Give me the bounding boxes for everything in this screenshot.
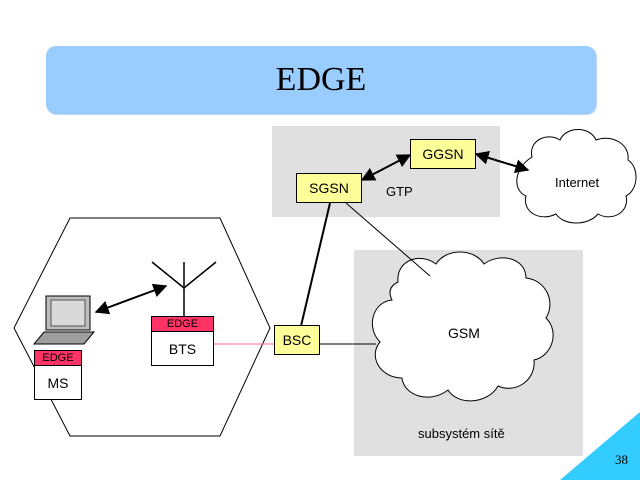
antenna-icon — [151, 261, 217, 316]
gsm-cloud — [371, 251, 554, 402]
internet-label: Internet — [555, 175, 600, 190]
bts-edge-tag: EDGE — [152, 317, 213, 332]
ms-device: EDGE MS — [34, 350, 82, 400]
laptop-icon — [32, 295, 96, 345]
bts-device: EDGE BTS — [151, 316, 214, 366]
title-band: EDGE — [46, 46, 596, 114]
corner-accent — [560, 412, 640, 480]
bts-label: BTS — [168, 341, 197, 357]
link-ggsn-sgsn — [360, 154, 412, 181]
ggsn-node: GGSN — [410, 139, 476, 169]
subsystem-label: subsystém sítě — [418, 426, 505, 441]
bsc-node: BSC — [274, 325, 320, 355]
link-ggsn-internet — [474, 151, 530, 173]
link-sgsn-gsm — [345, 202, 431, 277]
link-sgsn-bsc — [300, 202, 331, 327]
ms-label: MS — [47, 375, 69, 391]
slide-title: EDGE — [275, 61, 367, 98]
ms-edge-tag: EDGE — [35, 351, 81, 366]
link-ms-bts — [94, 283, 168, 315]
gsm-label: GSM — [448, 325, 480, 341]
page-number: 38 — [615, 452, 628, 467]
internet-cloud — [516, 129, 637, 224]
gtp-label: GTP — [386, 184, 413, 199]
sgsn-node: SGSN — [296, 173, 362, 203]
